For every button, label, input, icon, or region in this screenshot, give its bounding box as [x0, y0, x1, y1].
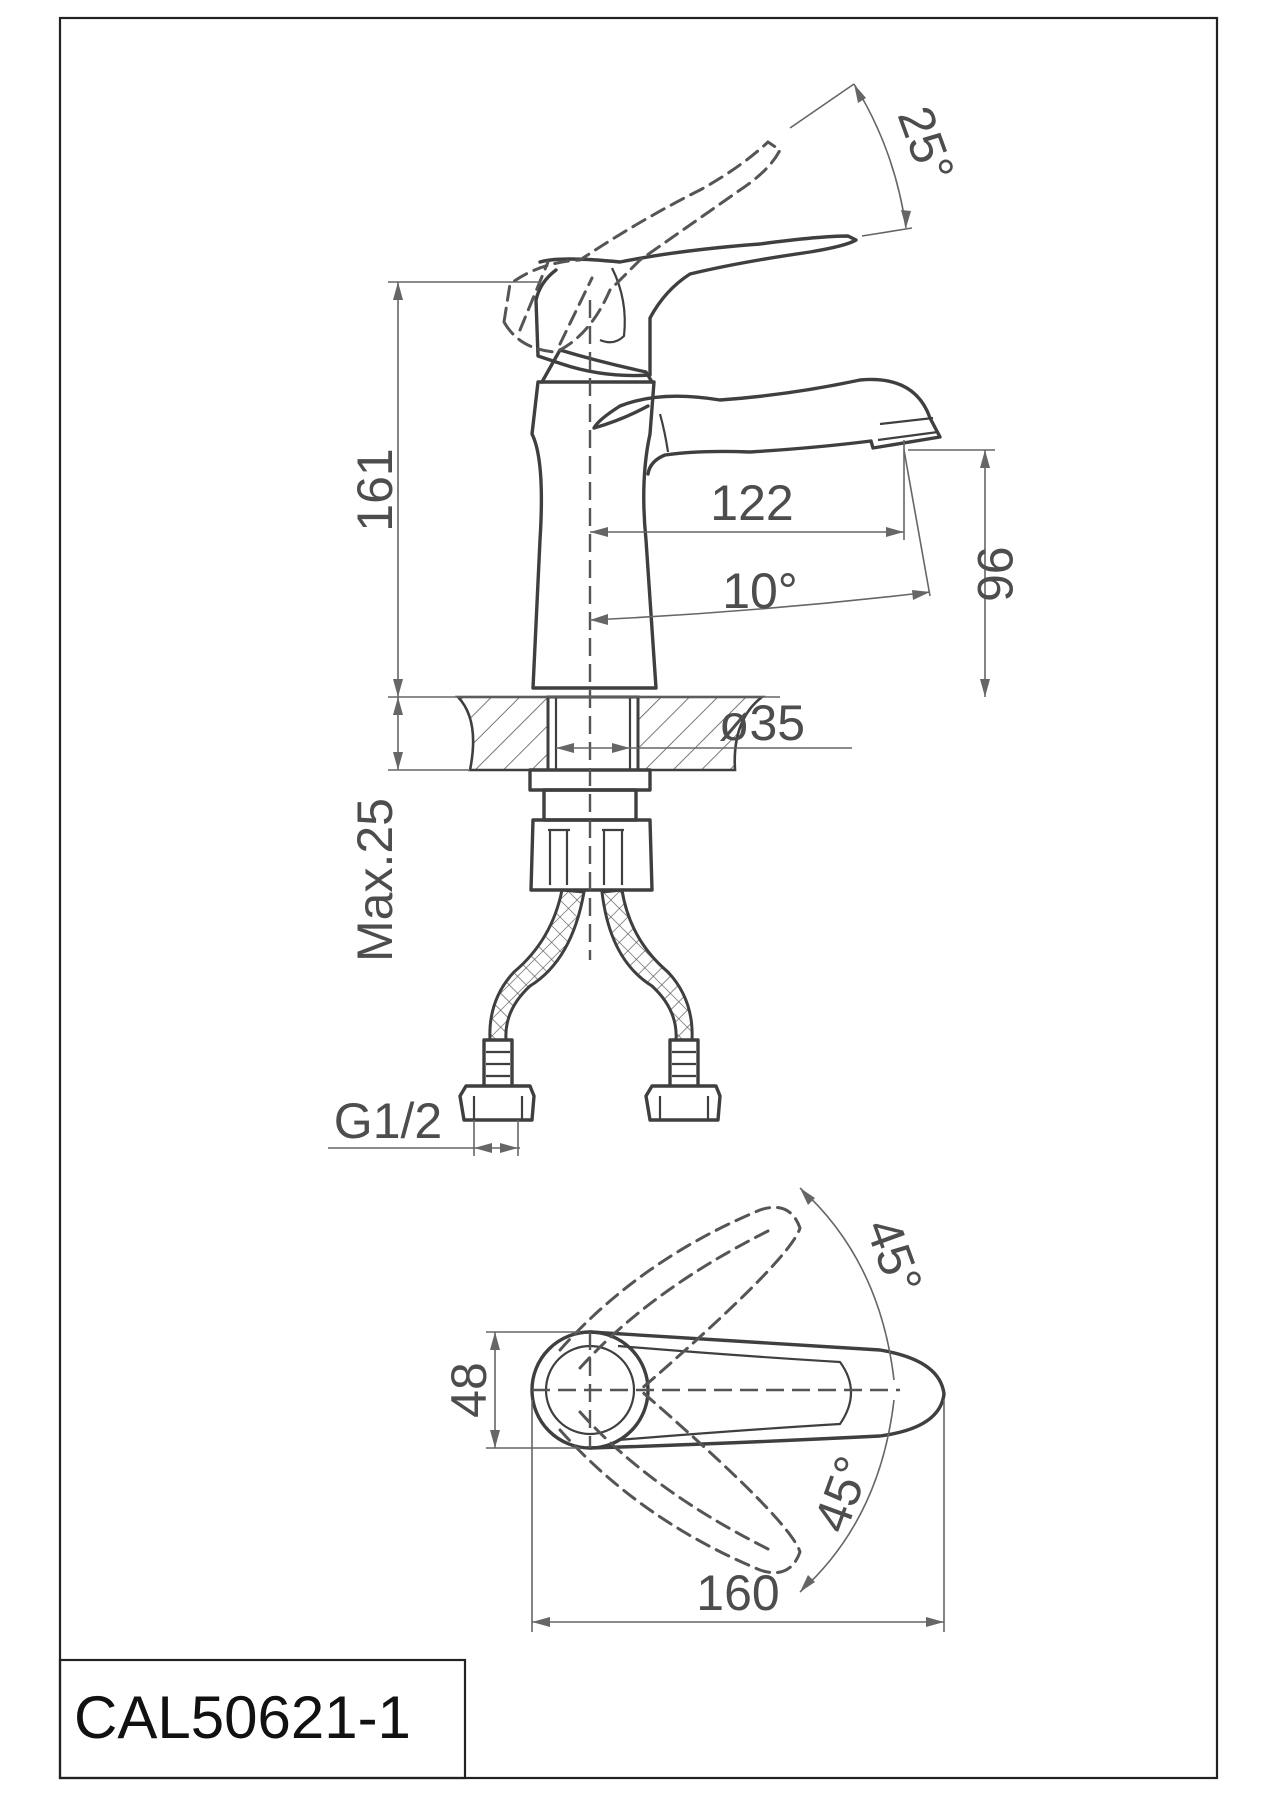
top-handle-rotated-up — [558, 1205, 802, 1392]
mounting-surface-left — [454, 695, 550, 772]
mounting-hole — [546, 695, 640, 772]
hose-fitting-left — [458, 1038, 536, 1122]
top-handle — [588, 1330, 946, 1450]
dim-diameter-35: ø35 — [719, 695, 805, 751]
dim-top-angle-upper: 45° — [855, 1211, 933, 1301]
model-number: CAL50621-1 — [74, 1684, 411, 1751]
dim-spout-height-96: 96 — [967, 546, 1023, 602]
top-view: 45° 45° 48 160 — [441, 1187, 946, 1632]
mounting-stud — [528, 768, 652, 792]
sheet-border — [58, 16, 1219, 1780]
top-handle-rotated-down — [558, 1388, 802, 1575]
mounting-surface-right — [636, 695, 766, 772]
dim-thread-g12: G1/2 — [334, 1093, 442, 1149]
dim-angle-10: 10° — [722, 563, 798, 619]
handle-raised-edge — [518, 260, 594, 346]
spout-tip — [877, 416, 939, 442]
dim-max-thickness: Max.25 — [347, 798, 403, 962]
side-view: 161 122 10° 96 ø35 Max.25 — [328, 83, 1023, 1156]
cartridge-cap — [540, 348, 654, 384]
handle — [534, 234, 858, 378]
title-block — [58, 1658, 467, 1780]
lock-nut — [529, 818, 654, 892]
hose-fitting-right — [644, 1038, 722, 1122]
dim-top-width-48: 48 — [441, 1362, 497, 1418]
spout-collar — [658, 413, 670, 453]
hose-right — [600, 888, 694, 1042]
dim-top-length-160: 160 — [696, 1565, 779, 1621]
faucet-body — [530, 380, 658, 690]
dim-top-angle-lower: 45° — [803, 1449, 881, 1539]
spout — [592, 377, 942, 476]
handle-raised — [502, 140, 782, 354]
dim-reach-122: 122 — [710, 475, 793, 531]
handle-hub — [599, 267, 626, 344]
dim-handle-angle-25: 25° — [887, 99, 965, 189]
hose-left — [488, 888, 586, 1042]
dim-height-161: 161 — [347, 448, 403, 531]
